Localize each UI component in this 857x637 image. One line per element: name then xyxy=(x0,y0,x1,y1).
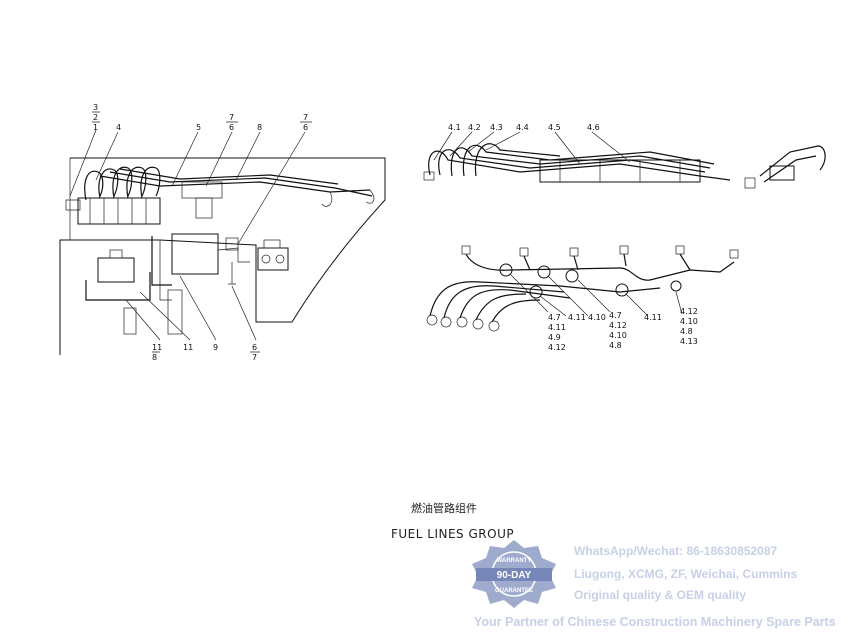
callout: 4.2 xyxy=(468,123,481,132)
seal-mid-text: 90-DAY xyxy=(497,570,532,581)
warranty-seal-icon: WARRANTY 90-DAY GUARANTEE xyxy=(472,540,556,608)
callout: 4 xyxy=(116,123,121,132)
callout: 9 xyxy=(213,343,218,352)
callout: 4.11 xyxy=(644,313,662,322)
callout: 3 xyxy=(93,103,98,112)
left-view-callouts: 3 2 1 4 5 7 6 8 7 6 11 8 11 9 6 7 xyxy=(93,103,308,362)
callout: 1 xyxy=(93,123,98,132)
right-bottom-view xyxy=(426,245,739,332)
callout: 7 xyxy=(303,113,308,122)
watermark-tagline: Your Partner of Chinese Construction Mac… xyxy=(474,615,836,629)
callout: 4.7 xyxy=(609,311,622,320)
left-engine-view xyxy=(59,111,386,355)
callout: 4.8 xyxy=(680,327,693,336)
watermark-contact: WhatsApp/Wechat: 86-18630852087 xyxy=(574,544,778,558)
right-top-view xyxy=(423,131,826,189)
callout: 7 xyxy=(229,113,234,122)
caption-english: FUEL LINES GROUP xyxy=(391,527,515,541)
callout: 4.1 xyxy=(448,123,461,132)
callout: 4.9 xyxy=(548,333,561,342)
callout: 11 xyxy=(183,343,193,352)
callout: 4.11 xyxy=(568,313,586,322)
callout: 4.10 xyxy=(588,313,606,322)
callout: 11 xyxy=(152,343,162,352)
callout: 5 xyxy=(196,123,201,132)
callout: 4.6 xyxy=(587,123,600,132)
callout: 4.3 xyxy=(490,123,503,132)
callout: 4.10 xyxy=(680,317,698,326)
callout: 6 xyxy=(229,123,234,132)
callout: 4.12 xyxy=(680,307,698,316)
callout: 4.11 xyxy=(548,323,566,332)
callout: 2 xyxy=(93,113,98,122)
right-top-callouts: 4.1 4.2 4.3 4.4 4.5 4.6 xyxy=(448,123,600,132)
callout: 4.4 xyxy=(516,123,529,132)
callout: 4.7 xyxy=(548,313,561,322)
callout: 4.5 xyxy=(548,123,561,132)
watermark-brands: Liugong, XCMG, ZF, Weichai, Cummins xyxy=(574,567,798,581)
seal-bottom-text: GUARANTEE xyxy=(495,588,533,594)
callout: 4.12 xyxy=(548,343,566,352)
caption-chinese: 燃油管路组件 xyxy=(411,502,477,515)
callout: 8 xyxy=(152,353,157,362)
callout: 4.13 xyxy=(680,337,698,346)
callout: 6 xyxy=(303,123,308,132)
callout: 8 xyxy=(257,123,262,132)
callout: 6 xyxy=(252,343,257,352)
callout: 7 xyxy=(252,353,257,362)
seal-top-text: WARRANTY xyxy=(497,558,532,564)
watermark-quality: Original quality & OEM quality xyxy=(574,588,747,602)
callout: 4.12 xyxy=(609,321,627,330)
right-bottom-callouts: 4.7 4.11 4.9 4.12 4.11 4.10 4.7 4.12 4.1… xyxy=(548,307,698,352)
callout: 4.8 xyxy=(609,341,622,350)
callout: 4.10 xyxy=(609,331,627,340)
